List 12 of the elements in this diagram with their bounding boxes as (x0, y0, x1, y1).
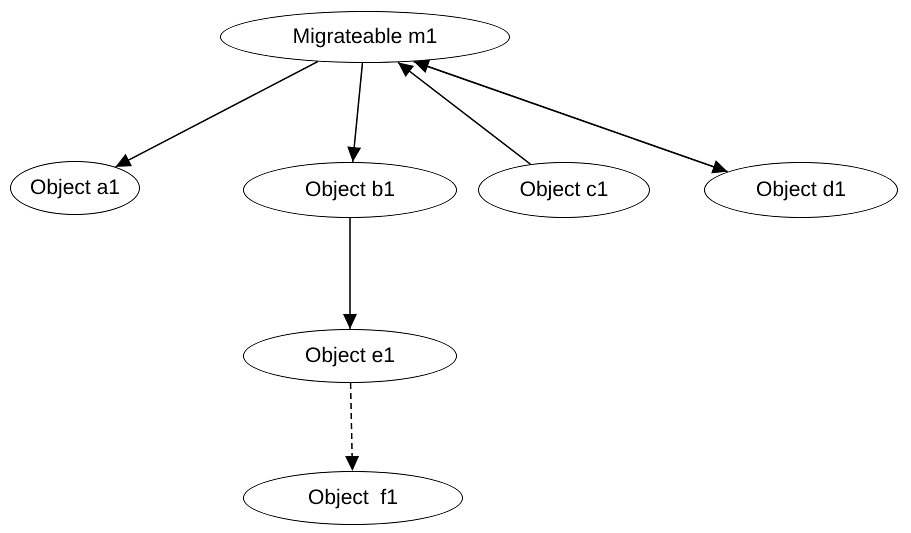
object-ellipse: Object e1 (243, 329, 457, 383)
object-ellipse: Object b1 (243, 162, 457, 218)
object-ellipse: Object c1 (478, 162, 650, 218)
arrow (347, 62, 364, 162)
arrow (115, 60, 318, 168)
arrow (343, 218, 357, 329)
object-ellipse: Object a1 (10, 161, 140, 215)
object-ellipse: Object d1 (704, 162, 898, 218)
arrow (397, 62, 531, 165)
object-ellipse: Migrateable m1 (220, 11, 510, 63)
arrow (345, 382, 360, 472)
object-ellipse: Object f1 (243, 471, 463, 525)
